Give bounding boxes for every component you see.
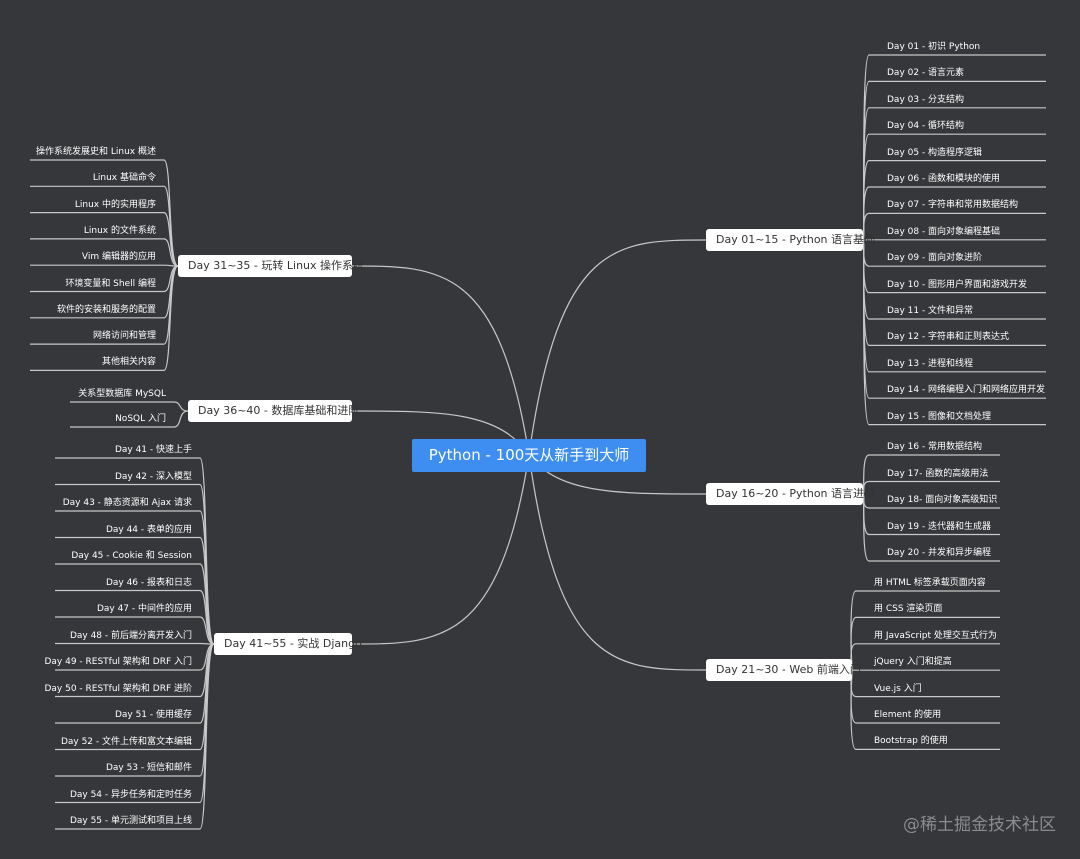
topic-leaf[interactable]: Day 13 - 进程和线程 [887, 358, 974, 369]
topic-leaf[interactable]: 其他相关内容 [101, 357, 156, 368]
leaf-connector [199, 616, 215, 645]
central-topic[interactable]: Python - 100天从新手到大师 [412, 439, 646, 472]
topic-leaf[interactable]: Day 12 - 字符串和正则表达式 [887, 332, 1010, 343]
watermark: @稀土掘金技术社区 [903, 815, 1056, 835]
topic-leaf[interactable]: 操作系统发展史和 Linux 概述 [36, 147, 156, 157]
topic-leaf[interactable]: Linux 的文件系统 [83, 225, 156, 236]
leaf-connector [173, 401, 189, 412]
topic-leaf[interactable]: Day 48 - 前后端分离开发入门 [69, 630, 192, 641]
leaf-connector [163, 265, 179, 371]
topic-leaf[interactable]: Day 42 - 深入模型 [114, 471, 192, 482]
leaf-connector [199, 589, 215, 645]
topic-leaf[interactable]: 关系型数据库 MySQL [78, 389, 166, 399]
topic-leaf[interactable]: Day 20 - 并发和异步编程 [887, 548, 992, 558]
leaf-connector [862, 493, 870, 562]
topic-leaf[interactable]: Day 02 - 语言元素 [887, 68, 965, 79]
topic-leaf[interactable]: Day 53 - 短信和邮件 [105, 763, 192, 773]
branch-node-2[interactable]: Day 16~20 - Python 语言进阶 [706, 483, 875, 505]
branch-node-1[interactable]: Day 01~15 - Python 语言基础 [706, 229, 875, 251]
topic-leaf[interactable]: Day 04 - 循环结构 [887, 121, 965, 132]
topic-leaf[interactable]: Day 49 - RESTful 架构和 DRF 入门 [44, 657, 192, 667]
topic-leaf[interactable]: Day 46 - 报表和日志 [105, 577, 192, 588]
topic-leaf[interactable]: Day 18- 面向对象高级知识 [887, 495, 998, 505]
topic-leaf[interactable]: Day 52 - 文件上传和富文本编辑 [60, 736, 192, 747]
topic-leaf[interactable]: Day 19 - 迭代器和生成器 [887, 521, 992, 532]
leaf-connector [173, 410, 189, 428]
topic-leaf[interactable]: Day 03 - 分支结构 [887, 94, 965, 105]
topic-leaf[interactable]: Linux 基础命令 [92, 173, 156, 184]
topic-leaf[interactable]: Day 43 - 静态资源和 Ajax 请求 [62, 498, 192, 508]
topic-leaf[interactable]: 用 CSS 渲染页面 [874, 604, 943, 615]
branch-connector [528, 239, 707, 456]
topic-leaf[interactable]: Day 44 - 表单的应用 [105, 524, 192, 535]
topic-leaf[interactable]: 用 JavaScript 处理交互式行为 [874, 630, 997, 641]
topic-leaf[interactable]: Day 01 - 初识 Python [887, 42, 981, 52]
topic-leaf[interactable]: 网络访问和管理 [92, 331, 156, 342]
topic-leaf[interactable]: Linux 中的实用程序 [74, 199, 156, 210]
topic-leaf[interactable]: 用 HTML 标签承载页面内容 [874, 578, 986, 588]
branch-connector [351, 265, 530, 456]
branch-node-4[interactable]: Day 31~35 - 玩转 Linux 操作系统 [178, 255, 364, 277]
leaf-connector [163, 238, 179, 267]
leaf-connector [862, 212, 870, 241]
topic-leaf[interactable]: Day 17- 函数的高级用法 [887, 468, 989, 479]
topic-leaf[interactable]: Day 05 - 构造程序逻辑 [887, 147, 983, 158]
topic-leaf[interactable]: 软件的安装和服务的配置 [56, 304, 156, 315]
branch-connector [528, 454, 707, 671]
topic-leaf[interactable]: Vue.js 入门 [874, 683, 922, 694]
branch-node-6[interactable]: Day 41~55 - 实战 Django [214, 633, 362, 655]
topic-leaf[interactable]: Vim 编辑器的应用 [81, 252, 156, 263]
topic-leaf[interactable]: Day 47 - 中间件的应用 [96, 604, 192, 614]
topic-leaf[interactable]: Day 08 - 面向对象编程基础 [887, 226, 1001, 237]
topic-leaf[interactable]: Day 54 - 异步任务和定时任务 [69, 789, 192, 800]
topic-leaf[interactable]: Element 的使用 [874, 710, 942, 720]
topic-leaf[interactable]: Day 45 - Cookie 和 Session [71, 551, 192, 561]
topic-leaf[interactable]: Day 55 - 单元测试和项目上线 [69, 816, 192, 826]
topic-leaf[interactable]: Day 11 - 文件和异常 [887, 306, 974, 316]
topic-leaf[interactable]: Day 41 - 快速上手 [114, 445, 192, 455]
leaf-connector [199, 643, 215, 830]
topic-leaf[interactable]: Day 15 - 图像和文档处理 [887, 411, 992, 422]
leaf-connector [862, 239, 870, 426]
topic-leaf[interactable]: Day 10 - 图形用户界面和游戏开发 [887, 279, 1028, 290]
topic-leaf[interactable]: Bootstrap 的使用 [874, 736, 948, 747]
leaf-connector [163, 212, 179, 267]
topic-leaf[interactable]: Day 07 - 字符串和常用数据结构 [887, 200, 1019, 211]
topic-leaf[interactable]: Day 51 - 使用缓存 [114, 710, 192, 720]
topic-leaf[interactable]: Day 14 - 网络编程入门和网络应用开发 [887, 385, 1046, 396]
topic-leaf[interactable]: Day 06 - 函数和模块的使用 [887, 174, 1001, 184]
topic-leaf[interactable]: Day 50 - RESTful 架构和 DRF 进阶 [44, 683, 192, 694]
branch-node-3[interactable]: Day 21~30 - Web 前端入门 [706, 659, 861, 681]
topic-leaf[interactable]: jQuery 入门和提高 [874, 657, 952, 668]
topic-leaf[interactable]: 环境变量和 Shell 编程 [65, 278, 156, 289]
branch-connector [351, 454, 530, 645]
branch-node-5[interactable]: Day 36~40 - 数据库基础和进阶 [188, 400, 359, 422]
topic-leaf[interactable]: Day 09 - 面向对象进阶 [887, 253, 983, 264]
topic-leaf[interactable]: Day 16 - 常用数据结构 [887, 442, 983, 452]
topic-leaf[interactable]: NoSQL 入门 [115, 414, 166, 424]
